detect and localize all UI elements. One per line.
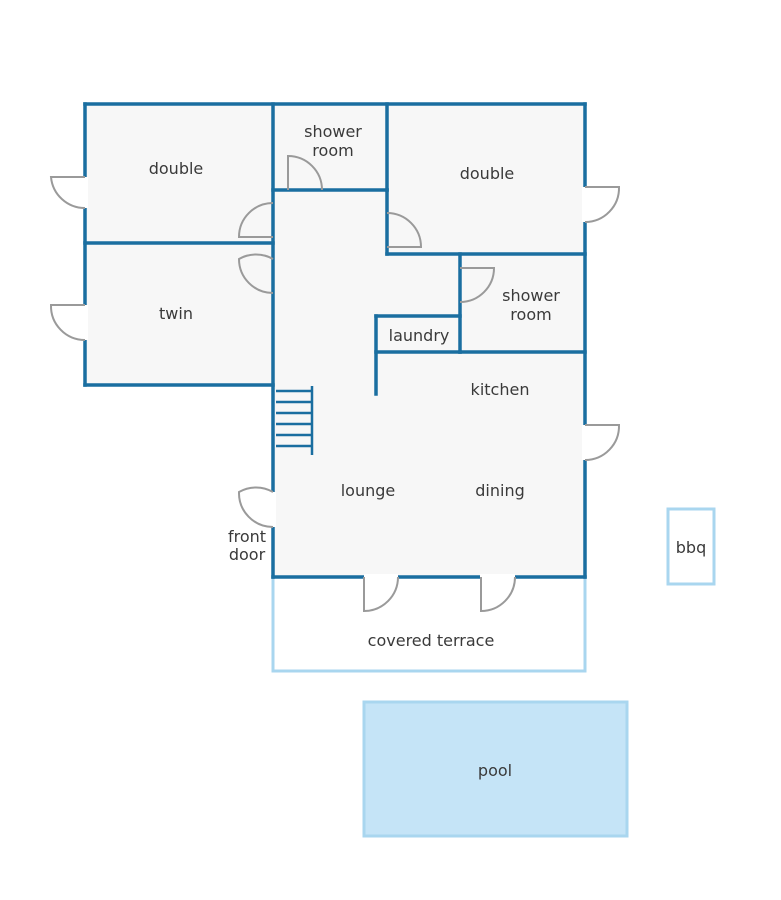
pool bbox=[362, 700, 629, 838]
door-front bbox=[237, 486, 274, 528]
label-twin: twin bbox=[159, 304, 193, 323]
bbq-outline bbox=[666, 507, 716, 586]
label-shower-right-line2: room bbox=[510, 305, 551, 324]
door-terrace-2 bbox=[480, 576, 516, 613]
label-covered-terrace: covered terrace bbox=[368, 631, 495, 650]
label-pool: pool bbox=[478, 761, 512, 780]
door-double-left bbox=[49, 176, 86, 210]
label-shower-top-line2: room bbox=[312, 141, 353, 160]
floor-area bbox=[85, 104, 585, 577]
door-double-right-inner bbox=[386, 212, 423, 248]
label-laundry: laundry bbox=[389, 326, 450, 345]
label-bbq: bbq bbox=[676, 538, 706, 557]
door-shower-top bbox=[287, 154, 323, 191]
door-terrace-1 bbox=[363, 576, 399, 613]
door-twin bbox=[49, 304, 86, 341]
label-front-door-line2: door bbox=[229, 545, 266, 564]
label-double-left: double bbox=[149, 159, 204, 178]
door-kitchen-outer bbox=[584, 424, 621, 461]
door-double-left-inner bbox=[237, 202, 274, 238]
covered-terrace-outline bbox=[271, 575, 587, 673]
label-shower-right-line1: shower bbox=[502, 286, 560, 305]
label-kitchen: kitchen bbox=[471, 380, 530, 399]
door-gaps bbox=[82, 177, 588, 580]
stairs bbox=[276, 386, 314, 455]
doors bbox=[49, 154, 621, 613]
label-front-door-line1: front bbox=[228, 527, 266, 546]
label-lounge: lounge bbox=[341, 481, 396, 500]
door-twin-inner bbox=[237, 253, 274, 294]
label-dining: dining bbox=[475, 481, 524, 500]
door-double-right-outer bbox=[584, 186, 621, 223]
label-shower-top-line1: shower bbox=[304, 122, 362, 141]
door-shower-right bbox=[459, 267, 496, 303]
label-double-right: double bbox=[460, 164, 515, 183]
